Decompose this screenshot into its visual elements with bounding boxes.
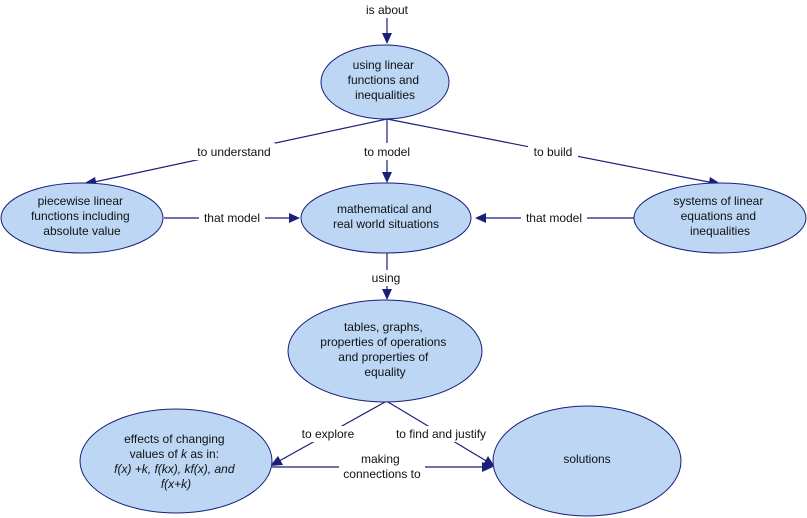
label-to-find-and-justify: to find and justify xyxy=(396,427,486,441)
label-that-model-left: that model xyxy=(204,211,260,225)
svg-text:using linear functions a: using linear functions and inequalities xyxy=(348,58,423,102)
svg-text:tables, graphs, properti: tables, graphs, properties of operations… xyxy=(320,320,449,379)
node-text-line: tables, graphs, xyxy=(344,320,423,334)
node-text-line: equality xyxy=(364,365,405,379)
node-text-line: functions and xyxy=(348,73,419,87)
node-text-line: real world situations xyxy=(333,217,439,231)
svg-text:piecewise linear functio: piecewise linear functions including abs… xyxy=(31,194,133,238)
node-piecewise-functions[interactable]: piecewise linear functions including abs… xyxy=(0,182,164,254)
node-real-world-situations[interactable]: mathematical and real world situations xyxy=(300,182,472,254)
label-to-build: to build xyxy=(534,145,573,159)
label-to-explore: to explore xyxy=(302,427,355,441)
svg-text:solutions: solutions xyxy=(563,452,610,466)
node-text-line: piecewise linear xyxy=(38,194,123,208)
label-making-connections-line: connections to xyxy=(343,467,421,481)
node-text-line: values of k as in: xyxy=(130,447,219,461)
node-linear-functions[interactable]: using linear functions and inequalities xyxy=(320,44,450,120)
arrow-that-model-right xyxy=(475,213,486,223)
node-text-line: mathematical and xyxy=(337,202,432,216)
label-that-model-right: that model xyxy=(526,211,582,225)
node-tables-graphs-properties[interactable]: tables, graphs, properties of operations… xyxy=(287,299,483,403)
node-text-line: functions including xyxy=(31,209,130,223)
label-is-about: is about xyxy=(366,3,409,17)
node-text-line: and properties of xyxy=(338,350,429,364)
label-to-understand: to understand xyxy=(197,145,270,159)
label-making-connections-line: making xyxy=(361,452,400,466)
node-text-line: inequalities xyxy=(355,88,415,102)
arrow-is-about xyxy=(382,33,392,44)
link-labels: is about to understand to model to build… xyxy=(193,2,587,482)
svg-text:effects of changing valu: effects of changing values of k as in: f… xyxy=(114,432,238,491)
node-systems-of-linear-equations[interactable]: systems of linear equations and inequali… xyxy=(633,182,807,254)
node-text-line: using linear xyxy=(353,58,414,72)
node-effects-of-changing-k[interactable]: effects of changing values of k as in: f… xyxy=(79,408,273,514)
svg-text:mathematical and real wo: mathematical and real world situations xyxy=(333,202,439,231)
node-text-line: inequalities xyxy=(690,224,750,238)
label-using: using xyxy=(372,271,401,285)
arrow-that-model-left xyxy=(289,213,300,223)
arrow-to-model xyxy=(382,172,392,183)
svg-text:systems of linear equati: systems of linear equations and inequali… xyxy=(673,194,766,238)
arrow-using xyxy=(382,289,392,300)
arrow-making-connections xyxy=(482,462,493,472)
node-text-line: f(x+k) xyxy=(161,477,191,491)
node-text-line: equations and xyxy=(681,209,756,223)
label-to-model: to model xyxy=(364,145,410,159)
node-solutions[interactable]: solutions xyxy=(492,405,682,517)
node-text-line: effects of changing xyxy=(124,432,225,446)
node-text-line: properties of operations xyxy=(320,335,446,349)
node-text-line: f(x) +k, f(kx), kf(x), and xyxy=(114,462,235,476)
node-text-line: systems of linear xyxy=(673,194,763,208)
node-text-line: absolute value xyxy=(43,224,121,238)
label-making-connections: making connections to xyxy=(343,452,421,481)
arrow-to-explore xyxy=(270,456,283,466)
node-text-line: solutions xyxy=(563,452,610,466)
